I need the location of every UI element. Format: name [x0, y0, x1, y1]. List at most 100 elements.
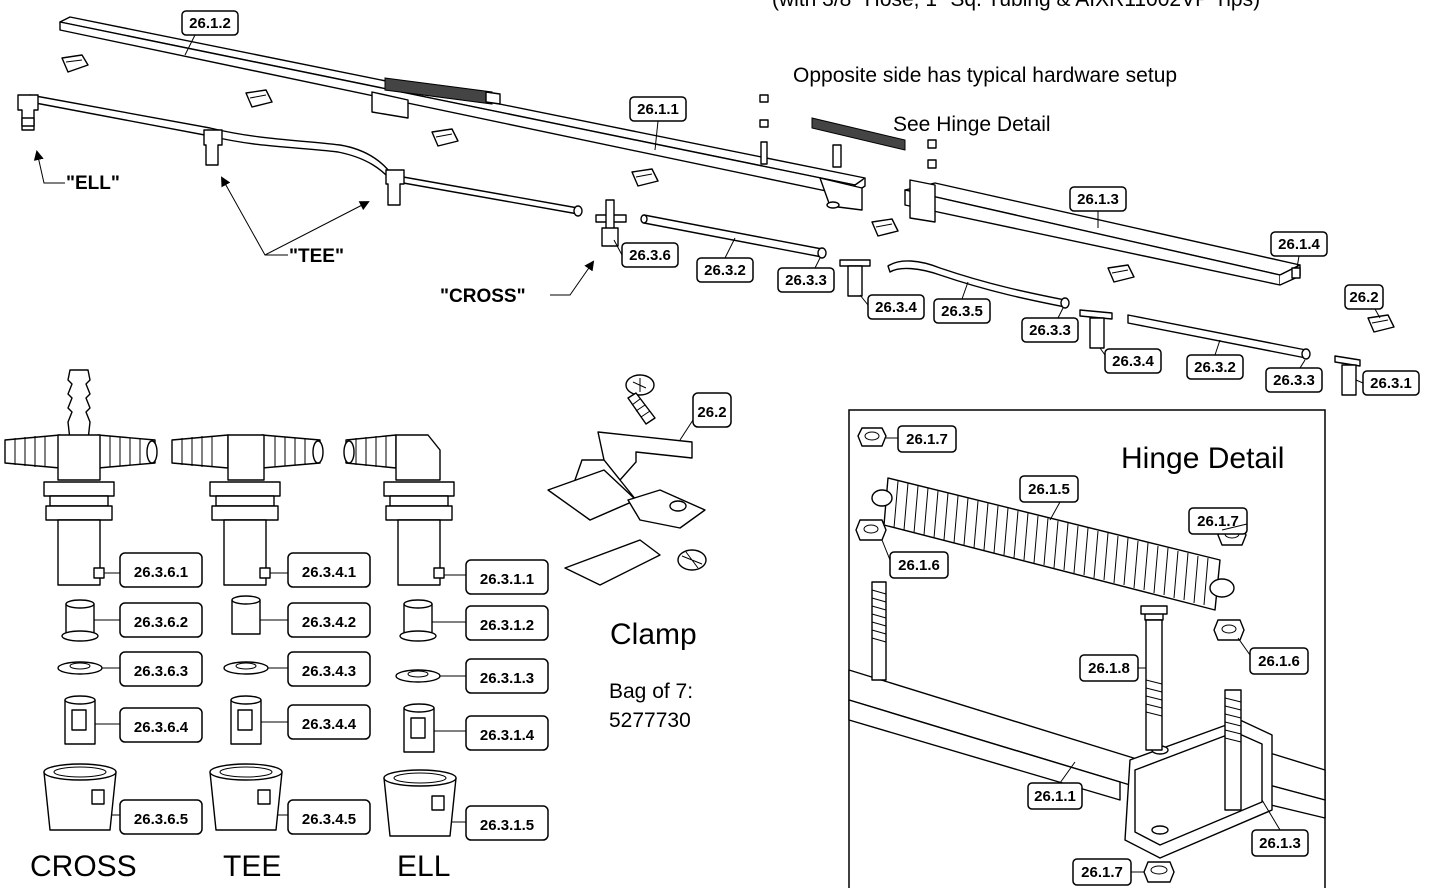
cross-part-4 — [64, 695, 96, 745]
cross-fitting — [4, 369, 158, 586]
svg-text:26.3.4.1: 26.3.4.1 — [302, 564, 356, 581]
ell-callout-arrow — [33, 150, 65, 184]
svg-text:26.3.6.5: 26.3.6.5 — [134, 811, 188, 828]
hinge-label-26-1-8: 26.1.8 — [1079, 654, 1146, 682]
svg-text:26.1.5: 26.1.5 — [1028, 481, 1070, 498]
svg-text:26.3.2: 26.3.2 — [1194, 359, 1236, 376]
svg-text:26.3.3: 26.3.3 — [1029, 322, 1071, 339]
svg-text:26.1.3: 26.1.3 — [1077, 191, 1119, 208]
ell-part-labels: 26.3.1.1 26.3.1.2 26.3.1.3 26.3.1.4 26.3… — [432, 559, 549, 841]
label-26-3-1: 26.3.1 — [1355, 370, 1420, 396]
tee-part-4 — [230, 695, 262, 745]
cross-part-2 — [61, 599, 99, 642]
hinge-label-26-1-5: 26.1.5 — [1019, 475, 1079, 521]
clamp-small-6 — [1107, 264, 1135, 283]
clamp-small-7 — [1367, 314, 1395, 333]
svg-text:26.3.6.1: 26.3.6.1 — [134, 564, 188, 581]
label-26-3-3-a: 26.3.3 — [777, 257, 835, 293]
clamp-small-4 — [631, 168, 659, 187]
tee-caption: TEE — [223, 850, 281, 883]
hinge-nut-right — [1213, 619, 1245, 641]
svg-text:26.1.3: 26.1.3 — [1259, 835, 1301, 852]
label-26-1-2: 26.1.2 — [181, 10, 239, 56]
svg-text:26.3.4.2: 26.3.4.2 — [302, 614, 356, 631]
hinge-bolt-right — [1224, 689, 1242, 811]
hinge-label-26-1-3: 26.1.3 — [1251, 799, 1309, 857]
label-26-3-2-a: 26.3.2 — [696, 237, 754, 283]
clamp-small-5 — [871, 218, 899, 237]
svg-text:26.3.6.3: 26.3.6.3 — [134, 663, 188, 680]
label-26-3-4-b: 26.3.4 — [1099, 347, 1162, 374]
svg-text:26.3.6.2: 26.3.6.2 — [134, 614, 188, 631]
nozzle-cross-top — [595, 199, 627, 247]
ell-part-4 — [403, 703, 435, 753]
tee-callout: "TEE" — [289, 246, 344, 267]
tee-fitting — [171, 434, 324, 586]
svg-text:26.3.5: 26.3.5 — [941, 303, 983, 320]
svg-text:26.1.6: 26.1.6 — [1258, 653, 1300, 670]
svg-text:26.3.6: 26.3.6 — [629, 247, 671, 264]
tee-part-5 — [209, 763, 283, 831]
svg-text:26.1.1: 26.1.1 — [637, 101, 679, 118]
cross-caption: CROSS — [30, 850, 137, 883]
cross-callout: "CROSS" — [440, 286, 526, 307]
clamp-bag-line1: Bag of 7: — [609, 680, 693, 703]
svg-text:26.3.4.4: 26.3.4.4 — [302, 716, 357, 733]
nozzle-ell-right — [1334, 355, 1361, 396]
ell-part-5 — [383, 769, 457, 837]
see-hinge-note: See Hinge Detail — [893, 113, 1051, 136]
svg-text:26.1.8: 26.1.8 — [1088, 660, 1130, 677]
svg-text:26.1.1: 26.1.1 — [1034, 788, 1076, 805]
hinge-nut-top-left — [857, 427, 887, 447]
hinge-hardware-top — [759, 94, 937, 169]
spring-top — [371, 77, 501, 119]
svg-text:26.3.1.1: 26.3.1.1 — [480, 571, 534, 588]
ell-fitting — [343, 434, 455, 586]
clamp-small-2 — [245, 89, 273, 108]
clamp-bag-line2: 5277730 — [609, 709, 691, 732]
hose-main — [29, 94, 583, 217]
hose-seg-2 — [1127, 314, 1311, 360]
hinge-label-26-1-7-b: 26.1.7 — [1188, 507, 1248, 535]
hinge-label-26-1-7-c: 26.1.7 — [1072, 858, 1144, 886]
svg-text:26.2: 26.2 — [697, 404, 726, 421]
boom-bar-left — [59, 16, 866, 197]
tee-part-3 — [223, 661, 269, 675]
hose-seg-curve — [887, 260, 1070, 309]
label-26-3-5: 26.3.5 — [933, 281, 991, 324]
svg-text:26.1.7: 26.1.7 — [1081, 864, 1123, 881]
svg-text:26.3.1.5: 26.3.1.5 — [480, 817, 534, 834]
label-26-3-6: 26.3.6 — [613, 239, 679, 268]
hinge-nut-left — [855, 519, 887, 541]
hinge-label-26-1-6-b: 26.1.6 — [1237, 637, 1309, 675]
svg-text:26.3.1.2: 26.3.1.2 — [480, 617, 534, 634]
tee-part-labels: 26.3.4.1 26.3.4.2 26.3.4.3 26.3.4.4 26.3… — [260, 552, 371, 835]
svg-text:26.3.3: 26.3.3 — [785, 272, 827, 289]
svg-text:26.3.1.4: 26.3.1.4 — [480, 727, 535, 744]
hinge-spring — [871, 477, 1235, 611]
svg-text:26.3.4.3: 26.3.4.3 — [302, 663, 356, 680]
cross-part-labels: 26.3.6.1 26.3.6.2 26.3.6.3 26.3.6.4 26.3… — [94, 552, 203, 835]
boom-bar-right — [904, 179, 1301, 286]
hinge-label-26-1-1: 26.1.1 — [1027, 761, 1083, 810]
hinge-nut-bottom — [1143, 861, 1175, 883]
svg-text:26.3.4: 26.3.4 — [1112, 353, 1154, 370]
nozzle-tee-1 — [203, 129, 223, 166]
clamp-body — [547, 431, 707, 586]
svg-text:26.3.1: 26.3.1 — [1370, 375, 1412, 392]
ell-part-2 — [399, 599, 437, 642]
svg-text:26.1.6: 26.1.6 — [898, 557, 940, 574]
clamp-screw — [625, 374, 656, 425]
opposite-side-note: Opposite side has typical hardware setup — [793, 64, 1177, 87]
label-26-3-3-b: 26.3.3 — [1021, 307, 1079, 343]
nozzle-tee-4 — [1079, 309, 1113, 349]
nozzle-tee-3 — [839, 259, 871, 297]
clamp-small-3 — [431, 128, 459, 147]
svg-text:26.3.3: 26.3.3 — [1273, 372, 1315, 389]
label-26-1-1: 26.1.1 — [629, 96, 687, 151]
tee-callout-arrows — [221, 176, 370, 256]
hinge-detail-title: Hinge Detail — [1121, 442, 1284, 475]
label-26-3-4-a: 26.3.4 — [859, 294, 925, 320]
clamp-label: 26.2 — [679, 392, 732, 441]
